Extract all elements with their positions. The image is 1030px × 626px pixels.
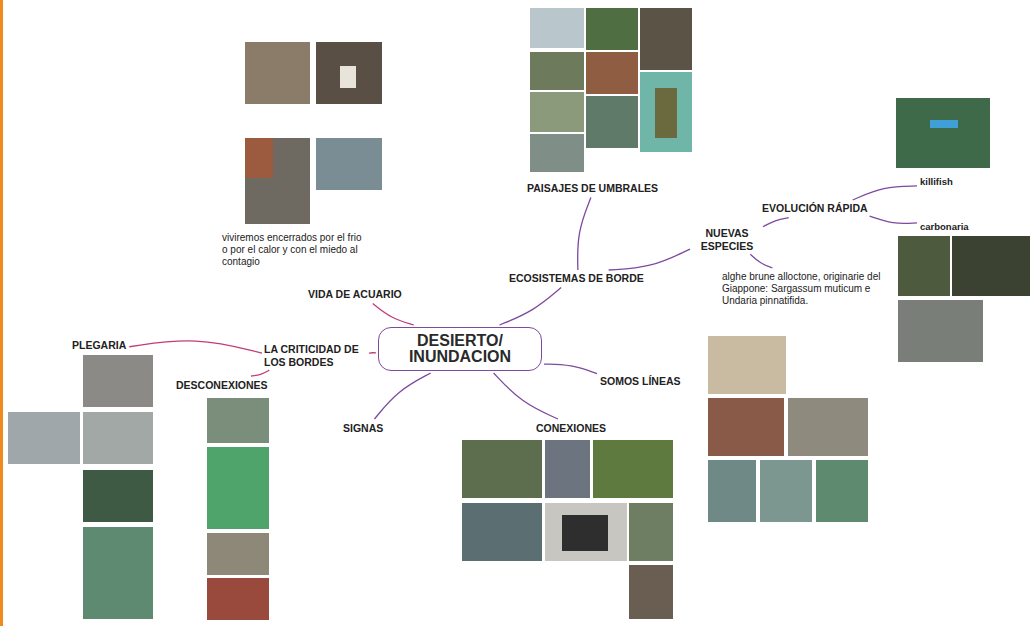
photo bbox=[207, 533, 269, 575]
branch-topic: ECOSISTEMAS DE BORDE bbox=[509, 272, 644, 285]
topic-text: VIDA DE ACUARIO bbox=[308, 288, 402, 301]
branch-line bbox=[251, 370, 269, 376]
branch-line bbox=[750, 254, 772, 268]
branch-line bbox=[578, 198, 591, 270]
topic-text: alghe brune alloctone, originarie del Gi… bbox=[722, 271, 890, 307]
branch-topic: killifish bbox=[920, 176, 953, 187]
branch-line bbox=[500, 288, 562, 325]
branch-topic: SOMOS LÍNEAS bbox=[600, 375, 681, 388]
branch-topic: SIGNAS bbox=[343, 422, 383, 435]
topic-text: PAISAJES DE UMBRALES bbox=[527, 182, 658, 195]
topic-text: SOMOS LÍNEAS bbox=[600, 375, 681, 388]
branch-line bbox=[609, 249, 690, 270]
photo bbox=[530, 134, 584, 172]
branch-topic: alghe brune alloctone, originarie del Gi… bbox=[722, 271, 890, 307]
branch-topic: PLEGARIA bbox=[72, 339, 126, 352]
topic-text: killifish bbox=[920, 176, 953, 187]
photo bbox=[629, 565, 673, 619]
photo bbox=[207, 447, 269, 529]
page-edge bbox=[0, 0, 3, 626]
photo bbox=[896, 98, 990, 168]
photo bbox=[545, 503, 627, 561]
photo bbox=[586, 8, 638, 50]
branch-line bbox=[763, 218, 789, 227]
branch-topic: EVOLUCIÓN RÁPIDA bbox=[762, 202, 868, 215]
central-topic: DESIERTO/ INUNDACION bbox=[378, 327, 542, 371]
photo bbox=[83, 527, 153, 619]
photo bbox=[708, 398, 784, 456]
photo bbox=[708, 460, 756, 522]
branch-topic: PAISAJES DE UMBRALES bbox=[527, 182, 658, 195]
topic-text: LA CRITICIDAD DE LOS BORDES bbox=[264, 343, 366, 368]
photo bbox=[788, 398, 868, 456]
topic-text: DESCONEXIONES bbox=[176, 379, 268, 392]
photo bbox=[207, 398, 269, 443]
branch-topic: LA CRITICIDAD DE LOS BORDES bbox=[264, 343, 366, 368]
photo bbox=[898, 300, 983, 362]
topic-title: DESIERTO/ INUNDACION bbox=[392, 333, 528, 365]
photo bbox=[462, 440, 542, 498]
photo bbox=[245, 138, 310, 224]
photo bbox=[245, 138, 273, 178]
branch-topic: carbonaria bbox=[920, 221, 969, 232]
photo bbox=[316, 138, 382, 190]
photo bbox=[816, 460, 868, 522]
photo bbox=[629, 503, 673, 561]
branch-topic: VIDA DE ACUARIO bbox=[308, 288, 402, 301]
photo bbox=[655, 88, 677, 138]
photo bbox=[708, 336, 786, 394]
branch-line bbox=[544, 364, 597, 373]
branch-line bbox=[853, 186, 917, 200]
photo bbox=[545, 440, 590, 498]
photo bbox=[640, 8, 692, 70]
photo bbox=[640, 72, 692, 152]
photo bbox=[952, 236, 1030, 296]
branch-line bbox=[129, 341, 262, 353]
branch-topic: NUEVAS ESPECIES bbox=[693, 227, 761, 252]
branch-topic: CONEXIONES bbox=[536, 422, 606, 435]
photo bbox=[760, 460, 812, 522]
branch-line bbox=[373, 304, 414, 325]
photo bbox=[530, 8, 584, 48]
photo bbox=[245, 42, 310, 104]
photo bbox=[930, 120, 958, 128]
branch-line bbox=[374, 373, 430, 419]
topic-text: EVOLUCIÓN RÁPIDA bbox=[762, 202, 868, 215]
topic-text: ECOSISTEMAS DE BORDE bbox=[509, 272, 644, 285]
photo bbox=[593, 440, 673, 498]
photo bbox=[530, 92, 584, 132]
photo bbox=[207, 578, 269, 620]
photo bbox=[898, 236, 950, 296]
photo bbox=[530, 52, 584, 90]
branch-line bbox=[369, 352, 376, 354]
photo bbox=[462, 503, 542, 561]
photo bbox=[586, 52, 638, 94]
topic-text: SIGNAS bbox=[343, 422, 383, 435]
topic-text: NUEVAS ESPECIES bbox=[693, 227, 761, 252]
photo bbox=[83, 412, 153, 464]
topic-text: PLEGARIA bbox=[72, 339, 126, 352]
photo bbox=[8, 412, 80, 464]
photo bbox=[586, 96, 638, 148]
photo bbox=[316, 42, 382, 104]
topic-text: carbonaria bbox=[920, 221, 969, 232]
branch-line bbox=[494, 373, 558, 419]
topic-text: CONEXIONES bbox=[536, 422, 606, 435]
photo bbox=[83, 355, 153, 407]
note-text: viviremos encerrados por el frio o por e… bbox=[222, 232, 367, 268]
photo bbox=[562, 515, 608, 551]
branch-topic: DESCONEXIONES bbox=[176, 379, 268, 392]
photo bbox=[83, 470, 153, 522]
photo bbox=[340, 66, 356, 88]
branch-line bbox=[870, 216, 917, 223]
